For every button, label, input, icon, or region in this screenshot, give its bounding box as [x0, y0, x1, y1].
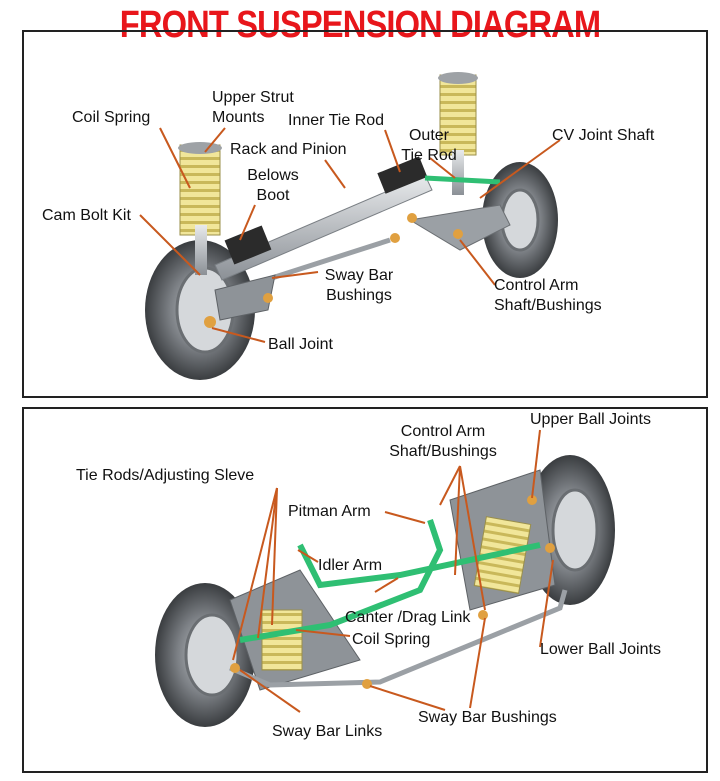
top-steering-rack	[214, 156, 501, 281]
label-line: Outer	[408, 127, 449, 144]
label-coil-spring-top: Coil Spring	[72, 109, 151, 126]
top-leader-lines	[139, 127, 561, 343]
label-line: Belows	[247, 167, 299, 184]
label-line: Shaft/Bushings	[389, 443, 497, 460]
label-line: Control Arm	[494, 277, 579, 294]
label-upper-strut-mounts: Upper Strut Mounts	[212, 88, 294, 128]
label-line: Sway Bar	[324, 267, 394, 284]
label-line: Upper Strut	[212, 89, 294, 106]
label-coil-spring-bottom: Coil Spring	[352, 631, 431, 648]
label-line: Bushings	[326, 287, 392, 304]
label-upper-ball-joints: Upper Ball Joints	[530, 411, 651, 428]
bottom-diagram-panel	[22, 407, 708, 773]
label-line: Shaft/Bushings	[494, 297, 602, 314]
top-diagram-panel	[22, 30, 708, 398]
label-canter-drag-link: Canter /Drag Link	[345, 609, 471, 626]
top-right-strut	[438, 72, 478, 195]
label-tie-rods-adjusting-sleve: Tie Rods/Adjusting Sleve	[76, 467, 255, 484]
label-rack-and-pinion: Rack and Pinion	[230, 141, 347, 158]
label-line: Boot	[256, 187, 290, 204]
page-title-text: FRONT SUSPENSION DIAGRAM	[111, 4, 609, 46]
label-control-arm-top: Control Arm Shaft/Bushings	[494, 276, 602, 316]
top-left-strut	[178, 142, 222, 275]
label-cv-joint-shaft: CV Joint Shaft	[552, 127, 655, 144]
label-control-arm-bottom: Control Arm Shaft/Bushings	[378, 422, 508, 462]
label-sway-bar-bushings-bottom: Sway Bar Bushings	[418, 709, 557, 726]
label-line: Control Arm	[400, 423, 486, 440]
label-inner-tie-rod: Inner Tie Rod	[288, 112, 385, 129]
label-sway-bar-links: Sway Bar Links	[272, 723, 383, 740]
bottom-frame	[229, 469, 556, 691]
page-title: FRONT SUSPENSION DIAGRAM	[50, 4, 669, 47]
label-line: Tie Rod	[401, 147, 457, 164]
label-pitman-arm: Pitman Arm	[288, 503, 371, 520]
label-line: Mounts	[212, 109, 265, 126]
label-idler-arm: Idler Arm	[318, 557, 383, 574]
bottom-sway-bar	[229, 495, 568, 689]
bottom-leader-lines	[232, 429, 554, 713]
label-belows-boot: Belows Boot	[236, 166, 310, 206]
bottom-left-wheel	[155, 583, 255, 727]
label-outer-tie-rod: Outer Tie Rod	[400, 126, 458, 166]
label-lower-ball-joints: Lower Ball Joints	[540, 641, 661, 658]
label-ball-joint: Ball Joint	[268, 336, 333, 353]
label-cam-bolt-kit: Cam Bolt Kit	[42, 207, 131, 224]
label-sway-bar-bushings-top: Sway Bar Bushings	[318, 266, 400, 306]
